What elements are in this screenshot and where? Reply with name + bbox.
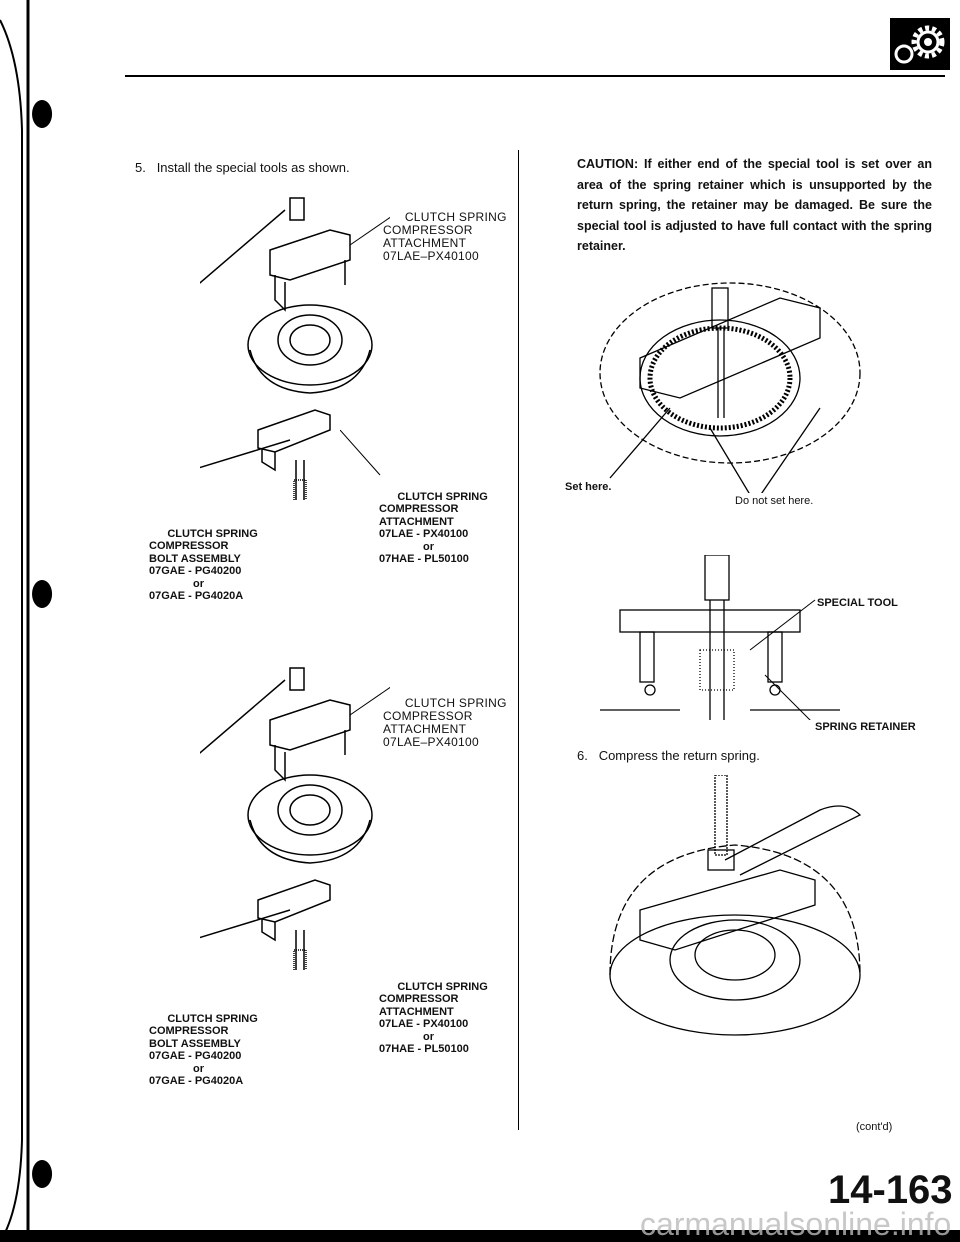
step-text: Compress the return spring.	[598, 748, 760, 763]
step-6: 6. Compress the return spring.	[577, 748, 760, 763]
footer-bar	[0, 1230, 960, 1242]
binder-holes	[32, 100, 53, 1188]
gears-icon	[890, 18, 950, 70]
watermark: carmanualsonline.info	[640, 1206, 952, 1242]
step-text: Install the special tools as shown.	[156, 160, 350, 175]
tool-illustration	[200, 667, 390, 970]
step-number: 6.	[577, 748, 588, 763]
retainer-contact-illustration	[599, 282, 861, 493]
tool-illustration	[200, 197, 390, 500]
page-number: 14-163	[828, 1168, 953, 1212]
column-divider	[518, 150, 519, 1130]
spring-retainer-label: SPRING RETAINER	[815, 721, 916, 733]
special-tool-label: SPECIAL TOOL	[817, 597, 898, 609]
do-not-set-here-label: Do not set here.	[735, 495, 814, 507]
binder-edge	[0, 0, 30, 1242]
set-here-label: Set here.	[565, 481, 612, 493]
step-5: 5. Install the special tools as shown.	[135, 160, 350, 175]
leader-line	[340, 430, 381, 476]
special-tool-section-illustration	[600, 555, 840, 720]
step-number: 5.	[135, 160, 146, 175]
compress-spring-illustration	[609, 775, 862, 1036]
caution-note: CAUTION: If either end of the special to…	[577, 157, 932, 253]
header-rule	[125, 75, 945, 77]
continued-note: (cont'd)	[856, 1121, 893, 1133]
